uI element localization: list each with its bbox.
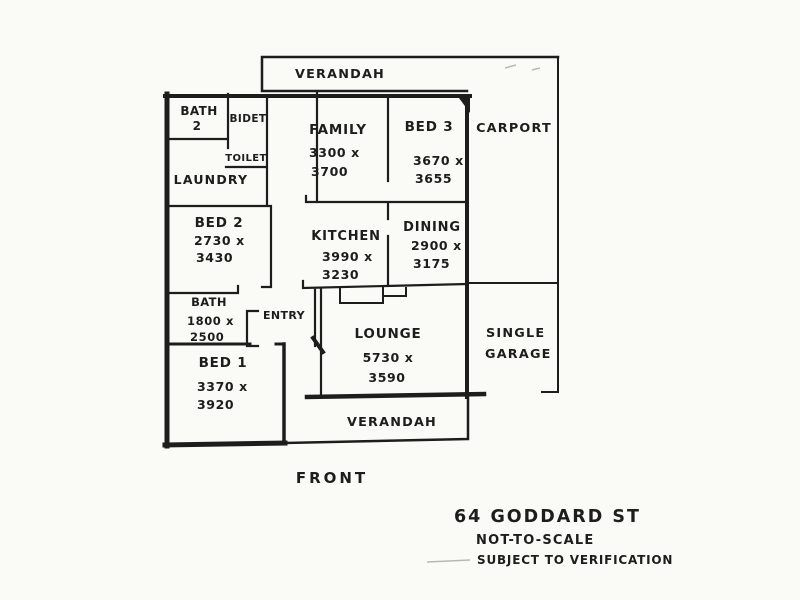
room-label-family: FAMILY [309,122,367,138]
room-label-dining: DINING [403,220,461,235]
front-label: FRONT [296,469,368,487]
garage-label-line1: SINGLE [486,326,545,341]
address-text: 64 GODDARD ST [454,507,641,527]
room-dim-bed1-1: 3370 x [197,379,248,394]
verandah-bottom-label: VERANDAH [347,415,437,430]
room-dim-bed2-2: 3430 [196,250,233,265]
room-dim-bed3-1: 3670 x [413,153,464,168]
room-label-bed2: BED 2 [195,215,244,231]
room-dim-bath-1: 1800 x [187,314,234,328]
not-to-scale-note: NOT-TO-SCALE [476,533,594,548]
house-wall-bottom-left [162,440,288,448]
interior-walls [166,90,469,399]
room-label-toilet: TOILET [225,153,266,164]
room-dim-bed3-2: 3655 [415,171,452,186]
verification-note: SUBJECT TO VERIFICATION [477,553,673,567]
room-label-bidet: BIDET [230,113,267,125]
room-label-bath: BATH [191,295,227,309]
annotations: FRONT 64 GODDARD ST NOT-TO-SCALE SUBJECT… [296,469,673,567]
verandah-bottom-edges [283,395,470,445]
walls [162,55,560,563]
lounge-bottom-wall [304,391,487,400]
room-label-bed1: BED 1 [199,355,248,371]
room-label-laundry: LAUNDRY [174,172,249,187]
verandah-top-label: VERANDAH [295,67,385,82]
room-dim-bed1-2: 3920 [197,397,234,412]
room-label-entry: ENTRY [263,309,306,322]
scan-smudges [426,64,541,563]
room-dim-bed2-1: 2730 x [194,233,245,248]
kitchen-bench-outline [339,287,407,304]
room-dim-kitchen-2: 3230 [322,267,359,282]
door-marker [310,335,326,355]
room-dim-dining-1: 2900 x [411,238,462,253]
room-label-bath2-line1: BATH [180,104,217,118]
room-dim-dining-2: 3175 [413,256,450,271]
carport-garage-walls [467,56,559,393]
room-label-bath2-line2: 2 [193,119,202,133]
garage-label-line2: GARAGE [485,347,552,362]
room-dim-bath-2: 2500 [190,330,224,344]
carport-label: CARPORT [476,121,552,136]
room-dim-lounge-1: 5730 x [363,350,414,365]
room-dim-family-1: 3300 x [309,145,360,160]
room-dim-lounge-2: 3590 [368,370,405,385]
room-label-bed3: BED 3 [405,119,454,135]
room-dim-family-2: 3700 [311,164,348,179]
room-label-lounge: LOUNGE [355,326,422,342]
verandah-top-outline [260,55,560,93]
room-labels: VERANDAH CARPORT BATH 2 BIDET TOILET LAU… [174,67,552,430]
room-label-kitchen: KITCHEN [311,229,381,244]
wall-corner-wedge [459,96,470,113]
room-dim-kitchen-1: 3990 x [322,249,373,264]
